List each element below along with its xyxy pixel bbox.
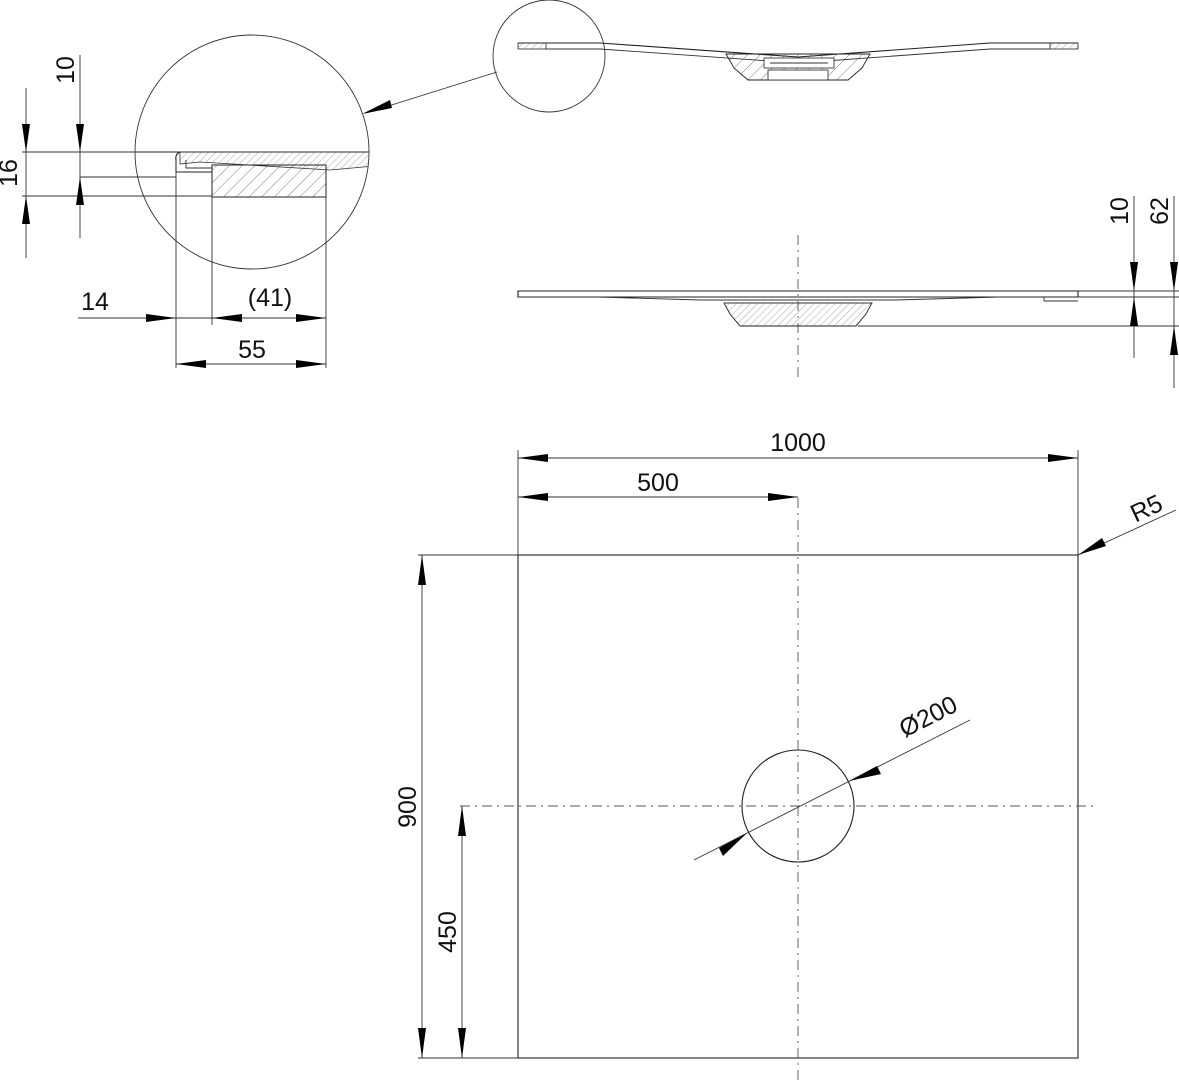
drain-circle	[741, 749, 855, 863]
plan-view	[460, 498, 1098, 1080]
detail-extension-lines	[22, 151, 327, 368]
dim-side-total: 62	[1146, 196, 1178, 388]
dim-half-height-label: 450	[434, 911, 462, 953]
dim-side-thickness-label: 10	[1106, 197, 1134, 225]
dim-detail-offset: 14 (41)	[78, 284, 326, 322]
section-callout-circle	[492, 0, 606, 113]
dim-drain-diameter: Ø200	[693, 691, 971, 861]
dim-detail-top: 10	[52, 55, 84, 238]
side-extension-lines	[858, 290, 1179, 327]
dim-corner-radius: R5	[1077, 489, 1177, 556]
dim-detail-width-label: 55	[238, 336, 266, 364]
detail-leader	[362, 71, 498, 114]
dim-side-total-label: 62	[1146, 197, 1174, 225]
plan-extension-lines	[418, 450, 1079, 1059]
dim-corner-radius-label: R5	[1126, 489, 1167, 528]
dim-side-thickness: 10	[1106, 196, 1138, 358]
dim-width-label: 1000	[770, 429, 826, 457]
dim-height: 900	[394, 555, 426, 1058]
dim-detail-width: 55	[176, 336, 326, 368]
dim-detail-height: 16	[0, 88, 30, 258]
dim-drain-diameter-label: Ø200	[895, 691, 962, 744]
side-view	[517, 235, 1079, 378]
dim-detail-offset-label: 14	[81, 288, 109, 316]
dim-height-label: 900	[394, 786, 422, 828]
section-view	[492, 0, 1079, 113]
dim-width: 1000	[518, 429, 1078, 462]
dim-detail-top-label: 10	[52, 56, 80, 84]
dim-detail-height-label: 16	[0, 159, 23, 187]
dim-half-height: 450	[434, 806, 466, 1058]
dim-half-width-label: 500	[637, 469, 679, 497]
dim-detail-width-ref-label: (41)	[248, 284, 292, 312]
dim-half-width: 500	[518, 469, 798, 501]
